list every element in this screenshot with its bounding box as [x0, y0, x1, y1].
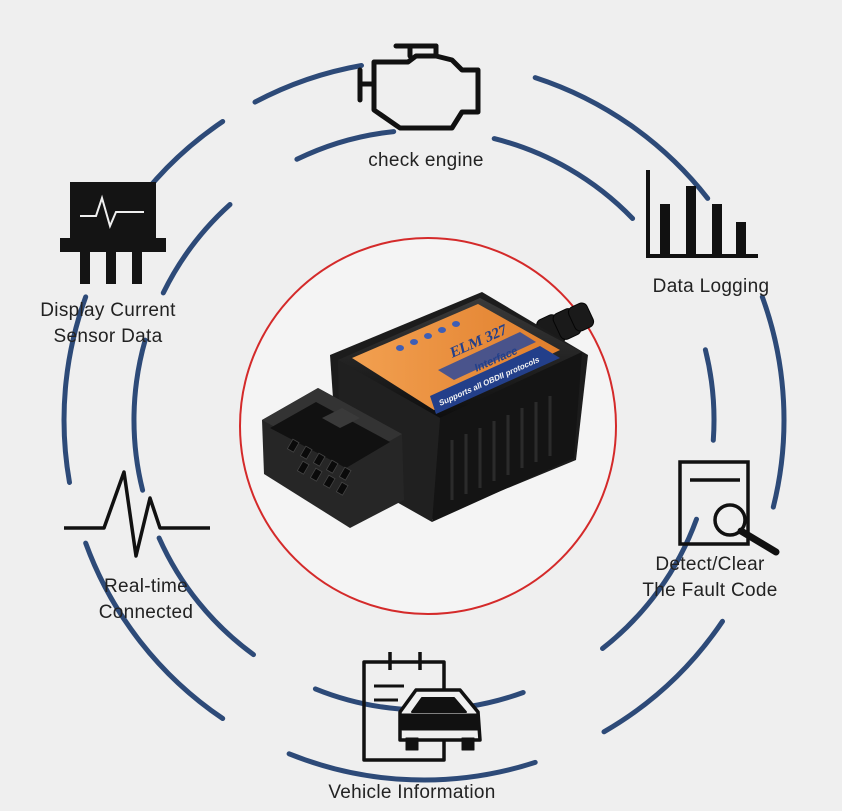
sensor-data-label: Display Current Sensor Data	[20, 298, 196, 350]
sensor-chip-icon	[60, 182, 166, 284]
ring-arc-segment	[252, 63, 364, 105]
heartbeat-pulse-icon	[64, 470, 210, 558]
ring-arc-segment	[702, 347, 717, 443]
ring-arc-segment	[61, 294, 89, 485]
fault-code-label: Detect/Clear The Fault Code	[614, 552, 806, 604]
document-magnifier-icon	[678, 460, 780, 556]
ring-arc-segment	[601, 618, 725, 735]
ring-arc-segment	[83, 540, 226, 721]
engine-icon	[357, 43, 481, 131]
vehicle-information-label: Vehicle Information	[328, 782, 496, 803]
realtime-connected-label: Real-time Connected	[66, 574, 226, 626]
fault-code-label-line2: The Fault Code	[642, 580, 778, 601]
sensor-label-line2: Sensor Data	[53, 326, 163, 347]
obd2-scanner-image: ELM 327 Interface Supports all OBDII pro…	[262, 292, 595, 528]
data-logging-label: Data Logging	[652, 276, 770, 297]
ring-arc-segment	[600, 516, 699, 651]
ring-arc-segment	[532, 75, 711, 201]
fault-code-label-line1: Detect/Clear	[655, 554, 765, 575]
ring-arc-segment	[131, 337, 148, 493]
ring-arc-segment	[491, 136, 636, 221]
realtime-label-line1: Real-time	[104, 576, 188, 597]
ring-arc-segment	[759, 294, 787, 510]
ring-arc-segment	[160, 202, 233, 296]
ring-arc-segment	[286, 751, 538, 783]
ring-arc-segment	[156, 535, 256, 658]
bar-chart-icon	[646, 170, 758, 258]
car-clipboard-icon	[362, 652, 482, 762]
check-engine-label: check engine	[368, 150, 484, 171]
ring-arc-segment	[294, 129, 397, 162]
realtime-label-line2: Connected	[98, 602, 194, 623]
sensor-label-line1: Display Current	[40, 300, 176, 321]
